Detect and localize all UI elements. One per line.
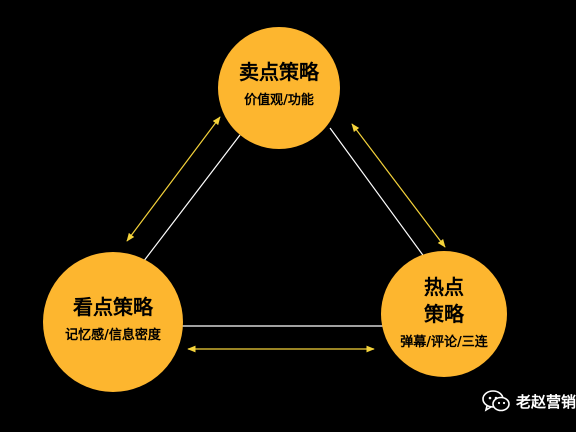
node-viewing-point-strategy: 看点策略 记忆感/信息密度 (43, 252, 183, 392)
node-title-line2: 策略 (424, 302, 464, 326)
node-hotspot-strategy: 热点 策略 弹幕/评论/三连 (381, 251, 507, 377)
watermark-text: 老赵营销 (516, 392, 576, 411)
node-title: 卖点策略 (239, 60, 319, 84)
node-title: 看点策略 (73, 295, 153, 319)
arrow-top-left (126, 116, 221, 242)
node-title-line1: 热点 (424, 275, 464, 299)
connector-top-right (329, 127, 426, 259)
node-subtitle: 记忆感/信息密度 (65, 328, 161, 343)
node-subtitle: 弹幕/评论/三连 (400, 335, 488, 350)
watermark: 老赵营销 (482, 386, 576, 416)
arrow-top-right (351, 123, 446, 248)
node-selling-point-strategy: 卖点策略 价值观/功能 (218, 27, 340, 149)
node-subtitle: 价值观/功能 (244, 93, 314, 108)
wechat-icon (482, 390, 510, 412)
connector-top-left (139, 134, 241, 267)
